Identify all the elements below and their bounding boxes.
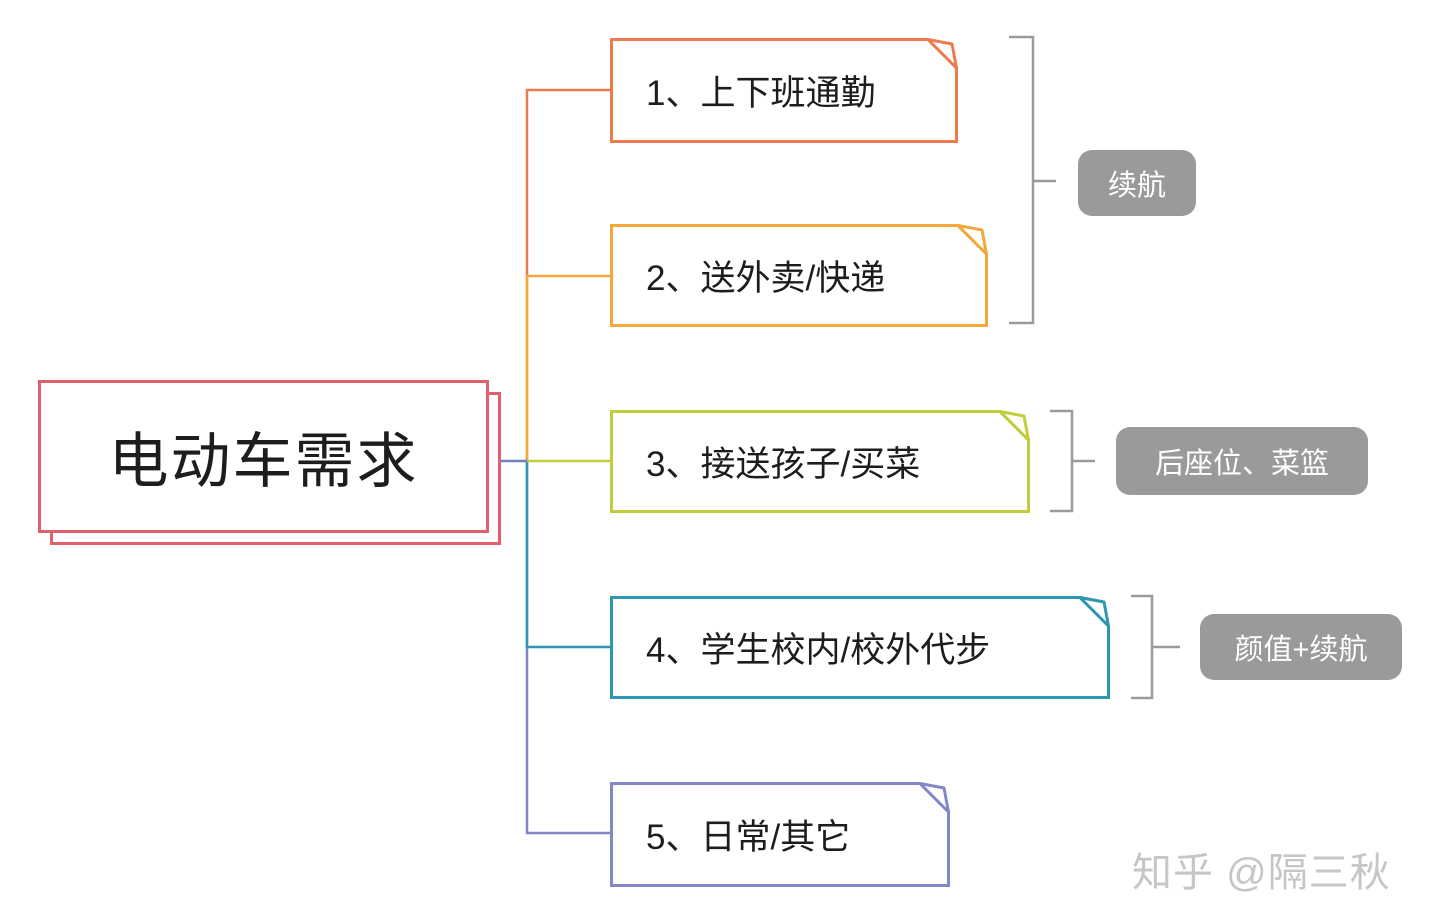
folded-corner-icon bbox=[998, 410, 1030, 442]
note-shape-2 bbox=[610, 224, 988, 327]
branch-node-1-label: 1、上下班通勤 bbox=[646, 74, 876, 113]
note-shape-4 bbox=[610, 596, 1110, 699]
branch-node-5-label: 5、日常/其它 bbox=[646, 818, 851, 857]
note-shape-1 bbox=[610, 38, 958, 143]
branch-node-3-label: 3、接送孩子/买菜 bbox=[646, 445, 921, 484]
annotation-chip-looks-endurance[interactable]: 颜值+续航 bbox=[1200, 614, 1402, 680]
branch-node-3[interactable]: 3、接送孩子/买菜 bbox=[610, 410, 1030, 513]
folded-corner-icon bbox=[926, 38, 958, 70]
note-shape-3 bbox=[610, 410, 1030, 513]
root-node-label: 电动车需求 bbox=[108, 428, 419, 495]
root-node[interactable]: 电动车需求 bbox=[38, 380, 489, 533]
folded-corner-icon bbox=[918, 782, 950, 814]
bracket-group-4 bbox=[1131, 594, 1180, 700]
branch-node-1[interactable]: 1、上下班通勤 bbox=[610, 38, 958, 143]
branch-node-2[interactable]: 2、送外卖/快递 bbox=[610, 224, 988, 327]
folded-corner-icon bbox=[956, 224, 988, 256]
annotation-chip-rear-seat-basket[interactable]: 后座位、菜篮 bbox=[1116, 427, 1368, 495]
annotation-chip-endurance[interactable]: 续航 bbox=[1078, 150, 1196, 216]
connector-branch-2 bbox=[525, 274, 612, 461]
branch-node-2-label: 2、送外卖/快递 bbox=[646, 259, 886, 298]
branch-node-4-label: 4、学生校内/校外代步 bbox=[646, 631, 991, 670]
folded-corner-icon bbox=[1078, 596, 1110, 628]
bracket-group-3 bbox=[1050, 409, 1095, 513]
watermark-zhihu: 知乎 @隔三秋 bbox=[1132, 851, 1391, 895]
branch-node-5[interactable]: 5、日常/其它 bbox=[610, 782, 950, 887]
branch-node-4[interactable]: 4、学生校内/校外代步 bbox=[610, 596, 1110, 699]
note-shape-5 bbox=[610, 782, 950, 887]
bracket-group-1-2 bbox=[1009, 35, 1056, 325]
connector-branch-4 bbox=[525, 461, 612, 649]
